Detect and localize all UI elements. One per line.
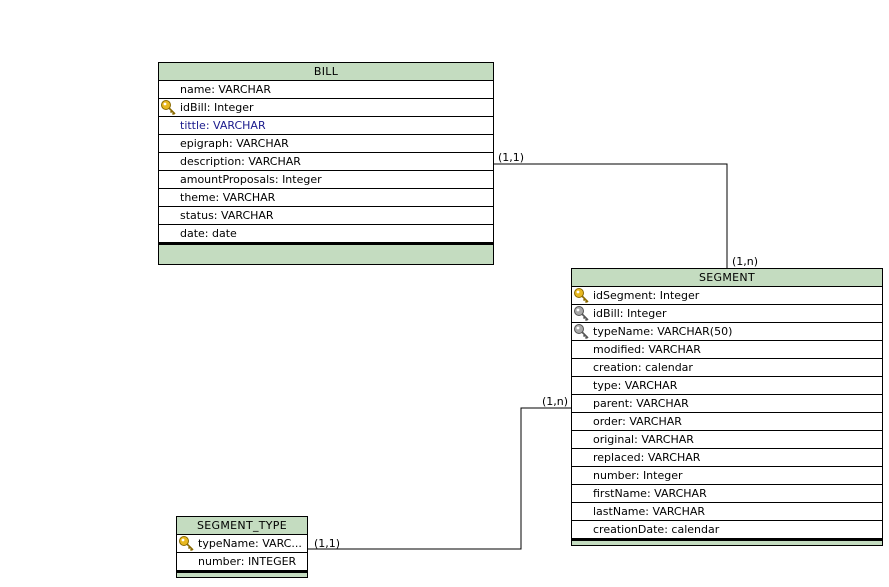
field-label: typeName: VARCHAR(50)	[593, 325, 733, 338]
field-label: epigraph: VARCHAR	[180, 137, 289, 150]
entity-field-row[interactable]: idSegment: Integer	[572, 287, 882, 305]
entity-field-row[interactable]: amountProposals: Integer	[159, 171, 493, 189]
field-label: creationDate: calendar	[593, 523, 720, 536]
field-label: order: VARCHAR	[593, 415, 682, 428]
entity-field-row[interactable]: number: INTEGER	[177, 553, 307, 571]
entity-field-row[interactable]: number: Integer	[572, 467, 882, 485]
entity-bill[interactable]: BILL name: VARCHAR idBill: Integer tittle:…	[158, 62, 494, 265]
entity-segment[interactable]: SEGMENT idSegment: Integer idBill: Intege…	[571, 268, 883, 546]
field-label: type: VARCHAR	[593, 379, 678, 392]
primary-key-icon	[178, 535, 196, 552]
field-label: theme: VARCHAR	[180, 191, 276, 204]
entity-field-row[interactable]: name: VARCHAR	[159, 81, 493, 99]
field-label: idBill: Integer	[593, 307, 667, 320]
entity-fields: idSegment: Integer idBill: Integer typeNam…	[572, 287, 882, 539]
field-label: status: VARCHAR	[180, 209, 274, 222]
entity-field-row[interactable]: tittle: VARCHAR	[159, 117, 493, 135]
field-label: replaced: VARCHAR	[593, 451, 701, 464]
entity-field-row[interactable]: modified: VARCHAR	[572, 341, 882, 359]
field-label: name: VARCHAR	[180, 83, 271, 96]
cardinality-segment-left: (1,n)	[542, 395, 569, 408]
entity-fields: typeName: VARC... number: INTEGER	[177, 535, 307, 571]
foreign-key-icon	[573, 305, 591, 322]
entity-field-row[interactable]: parent: VARCHAR	[572, 395, 882, 413]
entity-fields: name: VARCHAR idBill: Integer tittle: VARC…	[159, 81, 493, 243]
entity-field-row[interactable]: firstName: VARCHAR	[572, 485, 882, 503]
primary-key-icon	[160, 99, 178, 116]
entity-footer	[159, 243, 493, 264]
foreign-key-icon	[573, 323, 591, 340]
cardinality-segmenttype-side: (1,1)	[314, 537, 341, 550]
entity-footer	[177, 571, 307, 577]
field-label: number: INTEGER	[198, 555, 297, 568]
entity-field-row[interactable]: order: VARCHAR	[572, 413, 882, 431]
field-label: amountProposals: Integer	[180, 173, 322, 186]
entity-field-row[interactable]: replaced: VARCHAR	[572, 449, 882, 467]
field-label: parent: VARCHAR	[593, 397, 689, 410]
entity-field-row[interactable]: creationDate: calendar	[572, 521, 882, 539]
entity-field-row[interactable]: creation: calendar	[572, 359, 882, 377]
cardinality-segment-top: (1,n)	[732, 255, 759, 268]
entity-field-row[interactable]: idBill: Integer	[159, 99, 493, 117]
field-label: tittle: VARCHAR	[180, 119, 266, 132]
entity-title: SEGMENT	[572, 269, 882, 287]
entity-field-row[interactable]: theme: VARCHAR	[159, 189, 493, 207]
entity-field-row[interactable]: description: VARCHAR	[159, 153, 493, 171]
field-label: typeName: VARC...	[198, 537, 302, 550]
field-label: date: date	[180, 227, 237, 240]
primary-key-icon	[573, 287, 591, 304]
entity-field-row[interactable]: original: VARCHAR	[572, 431, 882, 449]
entity-field-row[interactable]: status: VARCHAR	[159, 207, 493, 225]
entity-footer	[572, 539, 882, 545]
field-label: number: Integer	[593, 469, 683, 482]
field-label: lastName: VARCHAR	[593, 505, 706, 518]
field-label: idSegment: Integer	[593, 289, 700, 302]
relationship-line-bill-segment	[493, 163, 728, 268]
entity-field-row[interactable]: date: date	[159, 225, 493, 243]
entity-segment-type[interactable]: SEGMENT_TYPE typeName: VARC... number: IN…	[176, 516, 308, 578]
relationship-line-segmenttype-segment	[307, 407, 572, 550]
field-label: original: VARCHAR	[593, 433, 694, 446]
entity-field-row[interactable]: type: VARCHAR	[572, 377, 882, 395]
entity-field-row[interactable]: epigraph: VARCHAR	[159, 135, 493, 153]
entity-field-row[interactable]: lastName: VARCHAR	[572, 503, 882, 521]
entity-field-row[interactable]: typeName: VARCHAR(50)	[572, 323, 882, 341]
entity-field-row[interactable]: idBill: Integer	[572, 305, 882, 323]
entity-title: BILL	[159, 63, 493, 81]
field-label: idBill: Integer	[180, 101, 254, 114]
field-label: modified: VARCHAR	[593, 343, 701, 356]
entity-title: SEGMENT_TYPE	[177, 517, 307, 535]
field-label: description: VARCHAR	[180, 155, 301, 168]
entity-field-row[interactable]: typeName: VARC...	[177, 535, 307, 553]
cardinality-bill-side: (1,1)	[498, 151, 525, 164]
field-label: creation: calendar	[593, 361, 693, 374]
field-label: firstName: VARCHAR	[593, 487, 707, 500]
